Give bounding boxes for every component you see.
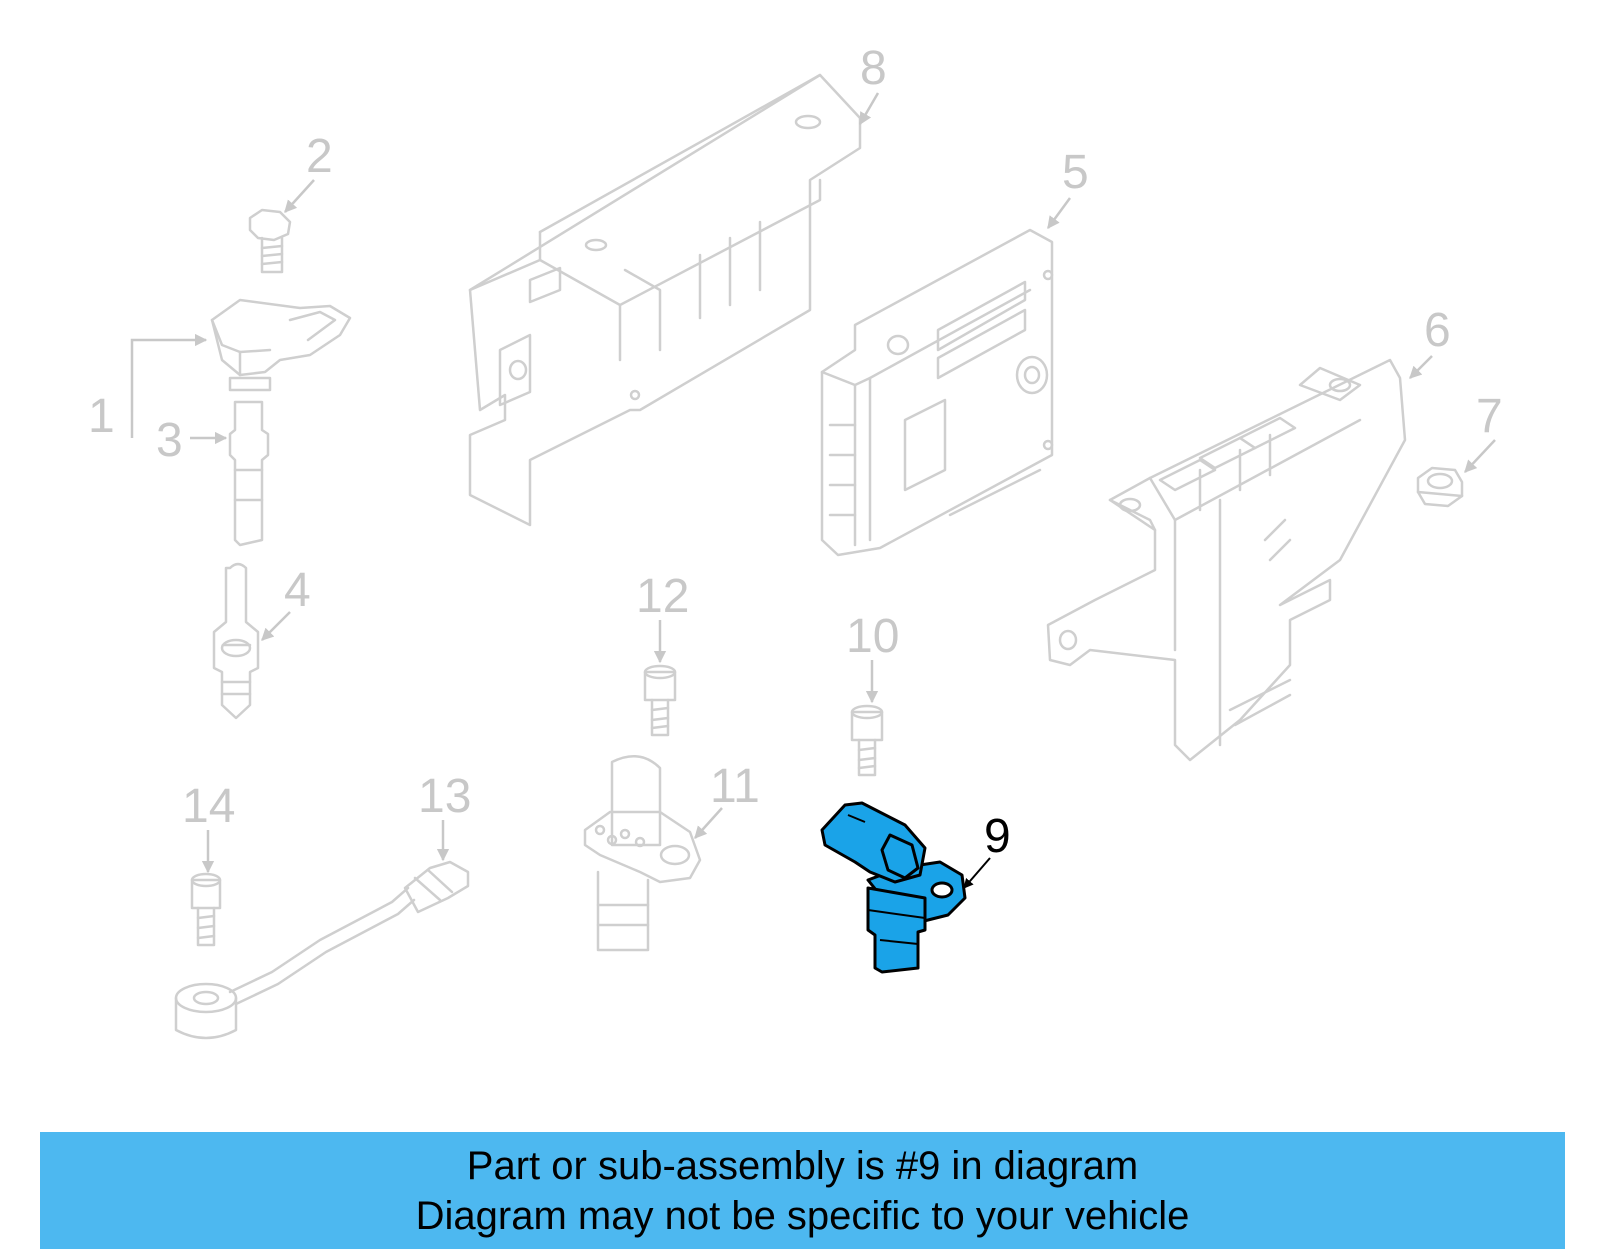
callout-1[interactable]: 1: [88, 333, 208, 443]
banner-line-1: Part or sub-assembly is #9 in diagram: [466, 1143, 1139, 1188]
part-8-bracket[interactable]: [468, 73, 862, 527]
part-3-coil-boot[interactable]: [228, 400, 270, 547]
part-2-bolt[interactable]: [248, 208, 292, 274]
callout-14-label: 14: [182, 780, 235, 833]
callout-13-label: 13: [418, 770, 471, 823]
part-5-ecu[interactable]: [820, 228, 1054, 557]
part-13-knock-sensor[interactable]: [174, 860, 470, 1040]
part-10-bolt[interactable]: [850, 704, 884, 777]
part-12-bolt[interactable]: [643, 664, 677, 737]
callout-12[interactable]: 12: [636, 570, 689, 664]
callout-11[interactable]: 11: [694, 760, 760, 839]
part-1-ignition-coil[interactable]: [210, 298, 352, 392]
callout-8[interactable]: 8: [858, 42, 887, 126]
part-9-camshaft-sensor[interactable]: [820, 801, 967, 974]
callout-5[interactable]: 5: [1046, 146, 1089, 230]
part-9-barrel: [866, 886, 927, 974]
callout-3[interactable]: 3: [156, 414, 228, 467]
callout-13[interactable]: 13: [418, 770, 471, 862]
callout-11-label: 11: [710, 760, 760, 813]
callout-6-label: 6: [1424, 304, 1451, 357]
callout-12-label: 12: [636, 570, 689, 623]
callout-7-label: 7: [1476, 390, 1503, 443]
part-7-nut[interactable]: [1416, 466, 1464, 508]
part-9-latch: [880, 833, 920, 880]
part-14-bolt[interactable]: [190, 872, 222, 947]
callout-10[interactable]: 10: [846, 610, 899, 704]
callout-9[interactable]: 9: [963, 810, 1011, 889]
callout-10-label: 10: [846, 610, 899, 663]
callout-4[interactable]: 4: [261, 564, 311, 641]
callout-5-label: 5: [1062, 146, 1089, 199]
info-banner: Part or sub-assembly is #9 in diagram Di…: [40, 1132, 1565, 1249]
callout-7[interactable]: 7: [1464, 390, 1503, 473]
callout-8-label: 8: [860, 42, 887, 95]
part-6-bracket[interactable]: [1046, 358, 1407, 762]
part-4-spark-plug[interactable]: [212, 562, 260, 720]
part-9-bolt-hole: [930, 881, 954, 899]
callout-3-label: 3: [156, 414, 183, 467]
callout-2[interactable]: 2: [284, 130, 333, 213]
callout-6[interactable]: 6: [1409, 304, 1451, 379]
callout-4-label: 4: [284, 564, 311, 617]
callout-1-label: 1: [88, 390, 115, 443]
callout-14[interactable]: 14: [182, 780, 235, 874]
callout-9-label: 9: [984, 810, 1011, 863]
part-11-sensor[interactable]: [583, 755, 702, 952]
callout-2-label: 2: [306, 130, 333, 183]
banner-line-2: Diagram may not be specific to your vehi…: [415, 1193, 1190, 1238]
